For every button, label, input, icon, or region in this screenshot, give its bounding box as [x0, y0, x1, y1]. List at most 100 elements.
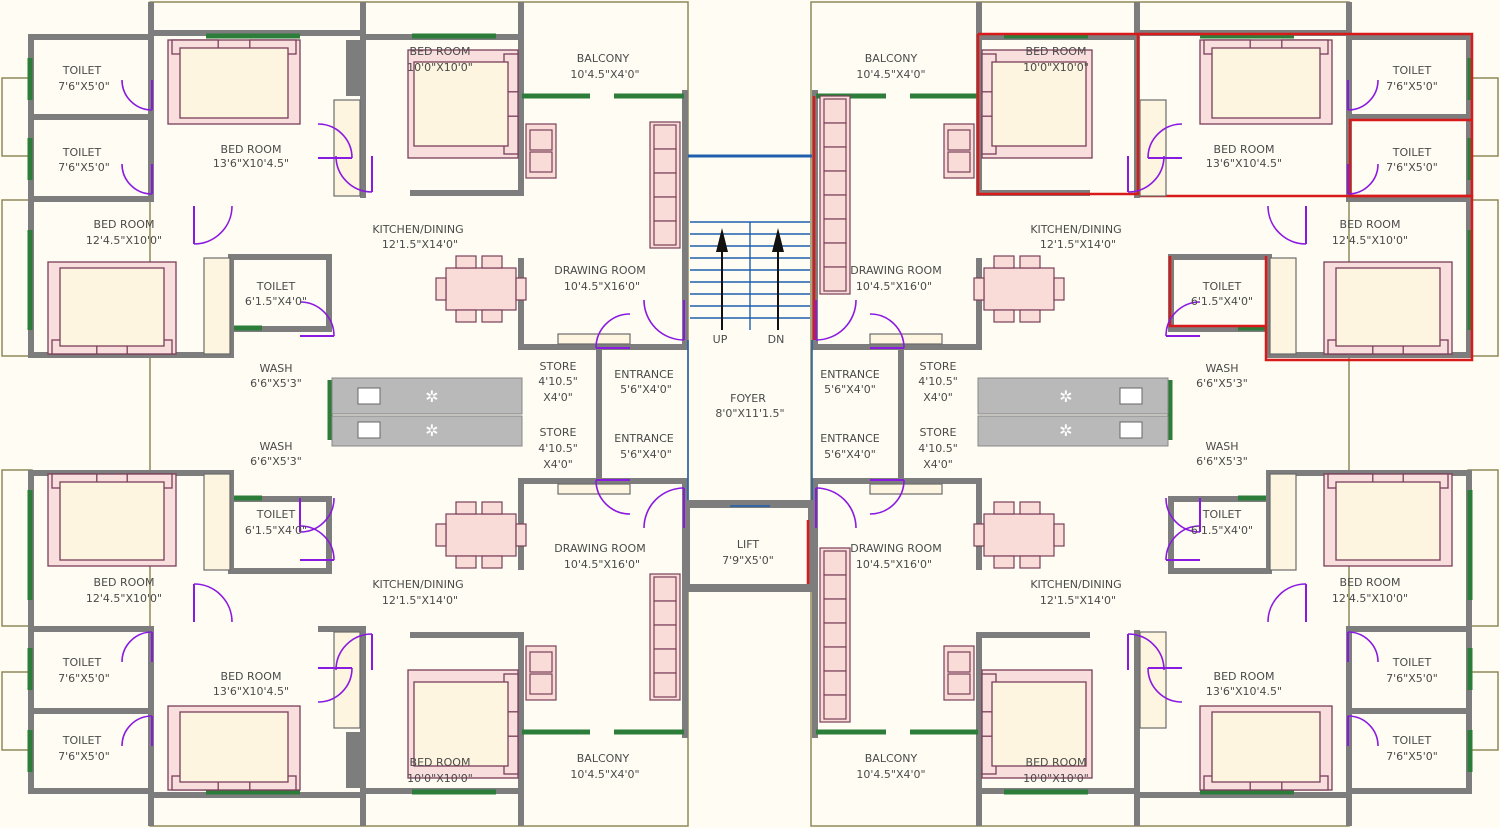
stair-down-arrowhead: [772, 228, 784, 252]
room-dims: 7'6"X5'0": [1386, 80, 1438, 93]
room-dims: 12'4.5"X10'0": [86, 592, 162, 605]
dining-table: [435, 255, 527, 323]
door-swing: [1127, 155, 1165, 193]
room-name: BALCONY: [577, 752, 630, 765]
room-name: ENTRANCE: [614, 368, 674, 381]
room-dims: 6'1.5"X4'0": [1191, 524, 1253, 537]
door-swing: [193, 205, 233, 245]
door-swing: [1267, 583, 1307, 623]
room-dims: 10'4.5"X4'0": [856, 768, 925, 781]
room-dims-2: X4'0": [923, 391, 953, 404]
room-dims: 6'6"X5'3": [250, 455, 302, 468]
door-swing: [1127, 633, 1165, 671]
room-name: STORE: [920, 360, 957, 373]
sofa: [819, 547, 851, 723]
bed: [407, 669, 519, 779]
bed: [1199, 39, 1333, 125]
furniture: [47, 39, 1453, 791]
room-dims: 12'4.5"X10'0": [1332, 234, 1408, 247]
room-name: WASH: [259, 362, 292, 375]
bed: [407, 49, 519, 159]
room-br-toilet3: TOILET 6'1.5"X4'0": [1191, 508, 1253, 537]
wardrobe: [333, 99, 361, 197]
room-name: KITCHEN/DINING: [372, 578, 463, 591]
room-name: KITCHEN/DINING: [372, 223, 463, 236]
door-swing: [1347, 631, 1379, 663]
room-name: STORE: [540, 426, 577, 439]
armchair: [525, 123, 557, 179]
door-swing: [1165, 525, 1201, 561]
room-name: BED ROOM: [410, 45, 471, 58]
room-name: TOILET: [1392, 146, 1432, 159]
room-dims: 12'1.5"X14'0": [1040, 594, 1116, 607]
room-name: BED ROOM: [1026, 756, 1087, 769]
staircase: [690, 221, 810, 330]
room-name: TOILET: [1392, 656, 1432, 669]
dining-table: [973, 255, 1065, 323]
shelf: [557, 333, 631, 345]
svg-text:✲: ✲: [425, 387, 438, 406]
room-name: DRAWING ROOM: [554, 264, 645, 277]
bed: [167, 39, 301, 125]
door-swing: [1267, 205, 1307, 245]
highlight-outline: [806, 32, 1474, 584]
room-dims: 6'1.5"X4'0": [245, 295, 307, 308]
sofa: [649, 121, 681, 249]
room-name: TOILET: [256, 508, 296, 521]
room-dims: 6'6"X5'3": [250, 377, 302, 390]
room-name: DRAWING ROOM: [850, 264, 941, 277]
door-swing: [121, 163, 153, 195]
bed: [1323, 473, 1453, 567]
wardrobe: [1269, 257, 1297, 355]
room-name: BED ROOM: [1026, 45, 1087, 58]
svg-text:✲: ✲: [1059, 387, 1072, 406]
room-dims: 7'6"X5'0": [1386, 161, 1438, 174]
room-name: BED ROOM: [221, 143, 282, 156]
sofa: [819, 95, 851, 295]
door-swing: [1347, 163, 1379, 195]
doors: [121, 79, 1379, 747]
room-name: KITCHEN/DINING: [1030, 223, 1121, 236]
stair-up-label: UP: [713, 333, 728, 346]
kitchen-counters: ✲ ✲ ✲ ✲: [331, 377, 1169, 447]
room-name: TOILET: [1392, 64, 1432, 77]
room-name: BED ROOM: [1214, 143, 1275, 156]
shelf: [869, 483, 943, 495]
room-name: ENTRANCE: [614, 432, 674, 445]
room-name: TOILET: [1202, 508, 1242, 521]
room-dims: 6'6"X5'3": [1196, 455, 1248, 468]
room-dims: 8'0"X11'1.5": [715, 407, 784, 420]
room-name: ENTRANCE: [820, 432, 880, 445]
room-name: TOILET: [62, 64, 102, 77]
room-dims: 10'0"X10'0": [1023, 772, 1089, 785]
door-swing: [815, 299, 857, 341]
room-dims: 12'1.5"X14'0": [382, 238, 458, 251]
armchair: [943, 645, 975, 701]
armchair: [525, 645, 557, 701]
room-name: BED ROOM: [1214, 670, 1275, 683]
room-name: DRAWING ROOM: [850, 542, 941, 555]
door-swing: [869, 479, 905, 515]
door-swing: [335, 633, 373, 671]
room-name: BALCONY: [577, 52, 630, 65]
